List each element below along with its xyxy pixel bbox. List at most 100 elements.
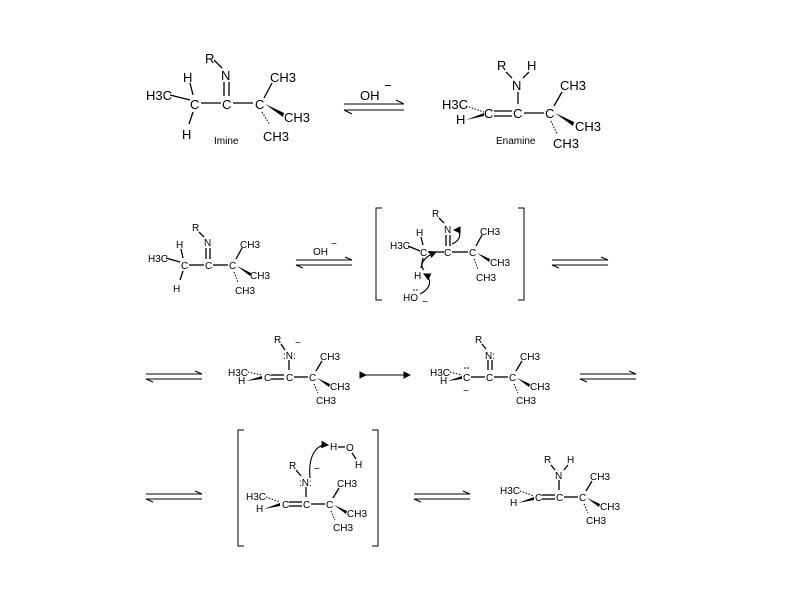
resonance-form-1: H3C H C C :N: − R C CH3 CH3 CH3 bbox=[228, 335, 350, 407]
atom-ch3: CH3 bbox=[330, 382, 350, 393]
atom-ch3: CH3 bbox=[560, 78, 586, 93]
atom-c: C bbox=[229, 261, 236, 272]
atom-h: H bbox=[176, 240, 183, 251]
minus-sign: − bbox=[384, 78, 392, 93]
minus-sign: − bbox=[422, 297, 428, 308]
atom-h: H bbox=[183, 70, 192, 85]
atom-n-lone-pair: :N: bbox=[283, 351, 296, 362]
atom-ch3: CH3 bbox=[553, 136, 579, 151]
atom-h: H bbox=[414, 271, 421, 282]
atom-h: H bbox=[330, 442, 337, 453]
atom-r: R bbox=[289, 461, 296, 472]
atom-ch3: CH3 bbox=[600, 502, 620, 513]
minus-sign: − bbox=[463, 386, 469, 397]
imine-caption: Imine bbox=[214, 136, 239, 147]
atom-ch3: CH3 bbox=[270, 70, 296, 85]
atom-ch3: CH3 bbox=[590, 472, 610, 483]
equilibrium-arrows-row3-start bbox=[145, 370, 203, 383]
atom-h: H bbox=[256, 504, 263, 515]
atom-r: R bbox=[192, 223, 199, 234]
atom-h: H bbox=[182, 127, 191, 142]
atom-ch3: CH3 bbox=[530, 382, 550, 393]
atom-c: C bbox=[326, 500, 333, 511]
transition-state-bracket-2: H3C H C C :N: − R C CH3 CH3 CH3 H O H bbox=[237, 429, 379, 547]
atom-h: H bbox=[527, 58, 536, 73]
atom-c: C bbox=[282, 500, 289, 511]
atom-r: R bbox=[544, 455, 551, 466]
minus-sign: − bbox=[314, 464, 320, 475]
equilibrium-arrows-row3-end bbox=[579, 370, 637, 383]
atom-r: R bbox=[497, 58, 506, 73]
atom-c: C bbox=[469, 248, 476, 259]
minus-sign: − bbox=[331, 239, 337, 250]
atom-r: R bbox=[475, 335, 482, 346]
atom-h3c: H3C bbox=[146, 88, 172, 103]
atom-ch3: CH3 bbox=[520, 352, 540, 363]
atom-ch3: CH3 bbox=[586, 516, 606, 527]
atom-c: C bbox=[190, 97, 199, 112]
atom-n: N bbox=[444, 225, 451, 236]
atom-h3c: H3C bbox=[442, 97, 468, 112]
atom-h: H bbox=[355, 460, 362, 471]
atom-ch3: CH3 bbox=[480, 227, 500, 238]
atom-h3c: H3C bbox=[228, 368, 248, 379]
equilibrium-arrows-row2: OH − bbox=[295, 239, 353, 269]
atom-c: C bbox=[486, 373, 493, 384]
transition-state-bracket-1: H3C C H H C N R C CH3 CH3 CH3 HO − bbox=[375, 207, 525, 308]
atom-h: H bbox=[416, 228, 423, 239]
atom-n: N bbox=[221, 68, 230, 83]
atom-c: C bbox=[420, 248, 427, 259]
atom-h3c: H3C bbox=[148, 254, 168, 265]
equilibrium-arrows-row4-end bbox=[413, 490, 471, 503]
atom-r: R bbox=[205, 51, 214, 66]
atom-o: O bbox=[346, 443, 354, 454]
atom-h: H bbox=[456, 112, 465, 127]
atom-ch3: CH3 bbox=[240, 240, 260, 251]
atom-ch3: CH3 bbox=[337, 479, 357, 490]
atom-c: C bbox=[264, 373, 271, 384]
enamine-product: H3C H C C N R H C CH3 CH3 CH3 bbox=[500, 455, 620, 527]
hydroxide-atom: HO bbox=[403, 293, 418, 304]
atom-ch3: CH3 bbox=[476, 273, 496, 284]
atom-ch3: CH3 bbox=[320, 352, 340, 363]
atom-h: H bbox=[173, 284, 180, 295]
atom-ch3: CH3 bbox=[235, 286, 255, 297]
equilibrium-arrows-top: OH − bbox=[343, 78, 405, 115]
atom-c: C bbox=[222, 97, 231, 112]
atom-ch3: CH3 bbox=[347, 509, 367, 520]
atom-c: C bbox=[309, 373, 316, 384]
atom-c: C bbox=[509, 373, 516, 384]
atom-c: C bbox=[556, 493, 563, 504]
atom-ch3: CH3 bbox=[250, 271, 270, 282]
atom-n-lone-pair: :N: bbox=[299, 478, 312, 489]
equilibrium-arrows-row4-start bbox=[145, 490, 203, 503]
atom-h: H bbox=[238, 376, 245, 387]
imine-structure: H3C C H H C N R C CH3 CH3 CH3 Imine bbox=[146, 51, 310, 147]
atom-c: C bbox=[545, 106, 554, 121]
atom-ch3: CH3 bbox=[575, 119, 601, 134]
atom-ch3: CH3 bbox=[333, 523, 353, 534]
minus-sign: − bbox=[295, 338, 301, 349]
atom-c: C bbox=[484, 106, 493, 121]
atom-c: C bbox=[463, 373, 470, 384]
atom-h: H bbox=[567, 455, 574, 466]
atom-c: C bbox=[535, 493, 542, 504]
atom-c: C bbox=[205, 261, 212, 272]
imine-structure-small: H3C C H H C N R C CH3 CH3 CH3 bbox=[148, 223, 270, 297]
atom-c: C bbox=[286, 373, 293, 384]
atom-ch3: CH3 bbox=[263, 129, 289, 144]
atom-c: C bbox=[513, 106, 522, 121]
equilibrium-arrows-row2-end bbox=[551, 256, 609, 269]
atom-h3c: H3C bbox=[390, 241, 410, 252]
atom-ch3: CH3 bbox=[316, 396, 336, 407]
atom-c: C bbox=[181, 261, 188, 272]
hydroxide-label: OH bbox=[313, 247, 328, 258]
atom-n: N bbox=[555, 471, 562, 482]
atom-c: C bbox=[579, 493, 586, 504]
resonance-form-2: H3C H C − C N: R C CH3 CH3 CH3 bbox=[430, 335, 550, 407]
atom-ch3: CH3 bbox=[490, 258, 510, 269]
atom-ch3: CH3 bbox=[284, 110, 310, 125]
atom-n: N bbox=[512, 78, 521, 93]
atom-r: R bbox=[274, 335, 281, 346]
